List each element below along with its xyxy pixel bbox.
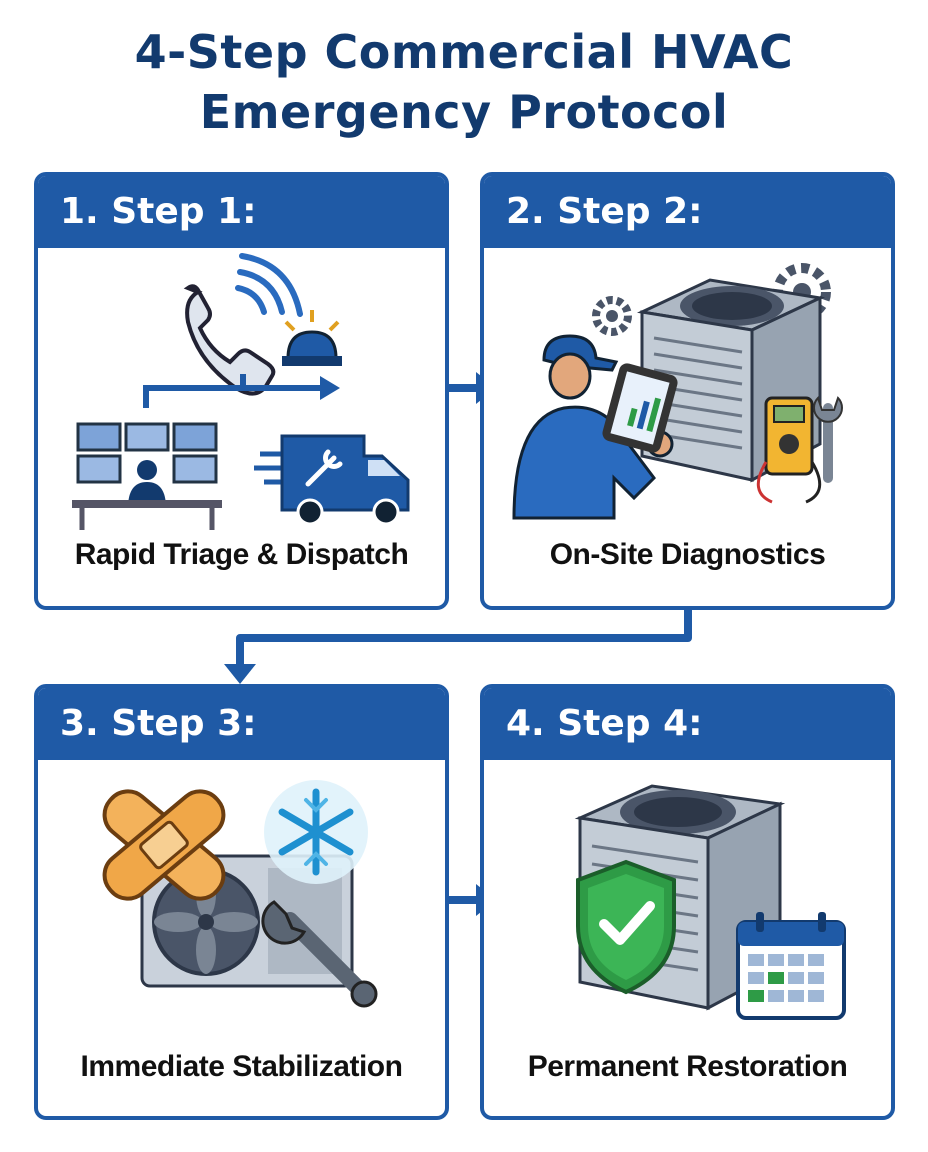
step-3-label: Immediate Stabilization (80, 1050, 403, 1083)
step-3-illustration (102, 780, 378, 1008)
step-3-card: 3. Step 3: (34, 684, 449, 1120)
snowflake-icon (264, 780, 368, 884)
calendar-icon (736, 912, 846, 1020)
dispatch-flow-arrow-icon (143, 374, 340, 408)
arrow-step2-to-step3 (224, 610, 692, 684)
shield-check-icon (576, 859, 676, 995)
step-1-header: 1. Step 1: (38, 176, 445, 248)
step-2-illustration (512, 263, 843, 520)
wrench-icon (813, 396, 843, 483)
step-2-card: 2. Step 2: (480, 172, 895, 610)
bandage-icon (102, 789, 226, 901)
title-line-2: Emergency Protocol (199, 85, 729, 139)
wrench-icon (261, 900, 378, 1008)
step-2-label: On-Site Diagnostics (549, 538, 826, 571)
step-4-header: 4. Step 4: (484, 688, 891, 760)
alarm-light-icon (282, 310, 342, 366)
page-title: 4-Step Commercial HVAC Emergency Protoco… (0, 22, 928, 142)
signal-waves-icon (235, 253, 303, 317)
tablet-icon (602, 363, 678, 453)
step-3-header: 3. Step 3: (38, 688, 445, 760)
step-1-card: 1. Step 1: (34, 172, 449, 610)
step-4-card: 4. Step 4: (480, 684, 895, 1120)
control-room-icon (72, 422, 222, 530)
title-line-1: 4-Step Commercial HVAC (134, 25, 794, 79)
step-4-illustration (574, 784, 846, 1020)
step-1-illustration (72, 253, 410, 530)
multimeter-icon (756, 396, 822, 504)
step-1-label: Rapid Triage & Dispatch (74, 538, 409, 571)
step-4-label: Permanent Restoration (527, 1050, 848, 1083)
step-2-header: 2. Step 2: (484, 176, 891, 248)
phone-icon (183, 284, 276, 396)
service-van-icon (254, 434, 410, 526)
